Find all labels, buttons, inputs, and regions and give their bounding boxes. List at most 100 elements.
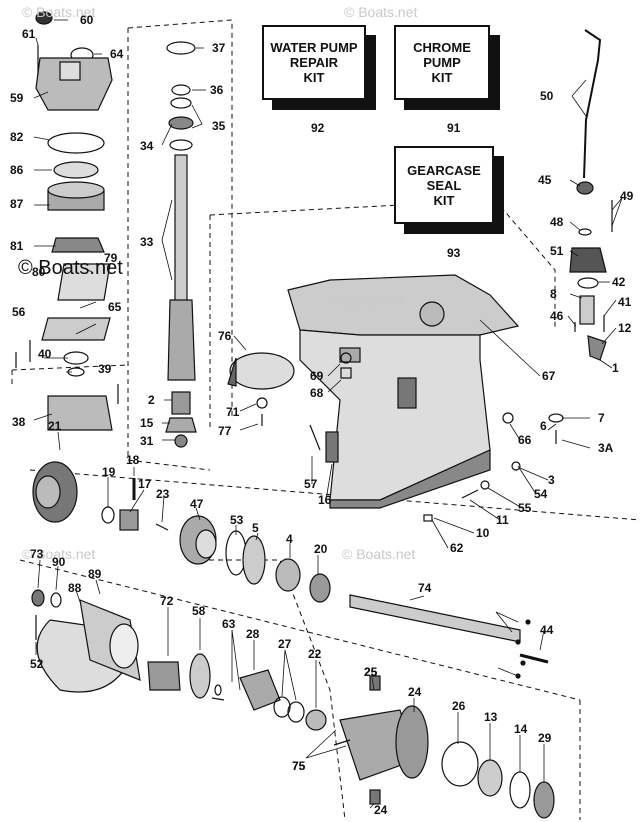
callout: 50 — [540, 89, 554, 103]
callout: 54 — [534, 487, 548, 501]
callout: 75 — [292, 759, 306, 773]
callout: 7 — [598, 411, 605, 425]
kit-label: CHROME PUMP KIT — [394, 25, 490, 100]
callout: 87 — [10, 197, 24, 211]
callout: 61 — [22, 27, 36, 41]
gearcase-seal-kit: GEARCASE SEAL KIT — [394, 146, 504, 234]
callout: 81 — [10, 239, 24, 253]
callout: 29 — [538, 731, 552, 745]
callout: 37 — [212, 41, 226, 55]
callout: 19 — [102, 465, 116, 479]
callout: 76 — [218, 329, 232, 343]
callout: 66 — [518, 433, 532, 447]
callout: 57 — [304, 477, 318, 491]
watermark: © Boats.net — [22, 4, 96, 20]
callout: 36 — [210, 83, 224, 97]
callout: 10 — [476, 526, 490, 540]
callout: 80 — [32, 265, 46, 279]
watermark: © Boats.net — [18, 257, 123, 279]
callout: 14 — [514, 722, 528, 736]
callout: 52 — [30, 657, 44, 671]
callout: 49 — [620, 189, 634, 203]
callout: 75 — [292, 759, 306, 773]
callout: 68 — [310, 386, 324, 400]
callout: 41 — [618, 295, 632, 309]
callout: 46 — [550, 309, 564, 323]
callout: 34 — [140, 139, 154, 153]
callout: 59 — [10, 91, 24, 105]
watermark: © Boats.net — [330, 292, 404, 308]
callout: 77 — [218, 424, 232, 438]
callout: 58 — [192, 604, 206, 618]
kit-number: 93 — [447, 246, 461, 260]
watermark: © Boats.net — [342, 546, 416, 562]
callout: 65 — [108, 300, 122, 314]
callout: 11 — [496, 513, 509, 527]
callout: 22 — [308, 647, 322, 661]
callout: 42 — [612, 275, 626, 289]
callout: 51 — [550, 244, 564, 258]
callout: 16 — [318, 493, 332, 507]
water-pump-repair-kit: WATER PUMP REPAIR KIT — [262, 25, 376, 110]
callout: 2 — [148, 393, 155, 407]
callout: 71 — [226, 405, 240, 419]
callout: 88 — [68, 581, 82, 595]
watermark: © Boats.net — [344, 4, 418, 20]
callout: 24 — [374, 803, 388, 817]
callout: 44 — [540, 623, 554, 637]
callout: 26 — [452, 699, 466, 713]
callout: 69 — [310, 369, 324, 383]
callout: 13 — [484, 710, 498, 724]
callout: 3 — [548, 473, 555, 487]
callout: 45 — [538, 173, 552, 187]
callout: 31 — [140, 434, 154, 448]
callout: 27 — [278, 637, 292, 651]
callout: 73 — [30, 547, 44, 561]
callout: 15 — [140, 416, 154, 430]
callout: 17 — [138, 477, 152, 491]
kit-number: 91 — [447, 121, 461, 135]
callout: 74 — [418, 581, 432, 595]
callout: 20 — [314, 542, 328, 556]
callout: 8 — [550, 287, 557, 301]
callout: 23 — [156, 487, 170, 501]
callout: 6 — [540, 419, 547, 433]
callout: 79 — [104, 251, 118, 265]
callout: 18 — [126, 453, 140, 467]
callout: 67 — [542, 369, 556, 383]
kit-label: WATER PUMP REPAIR KIT — [262, 25, 366, 100]
kit-number: 92 — [311, 121, 325, 135]
callout: 28 — [246, 627, 260, 641]
callout: 47 — [190, 497, 204, 511]
callout: 62 — [450, 541, 464, 555]
callout: 1 — [612, 361, 619, 375]
callout: 64 — [110, 47, 124, 61]
callout: 38 — [12, 415, 26, 429]
callout: 55 — [518, 501, 532, 515]
callout: 33 — [140, 235, 154, 249]
callout: 24 — [408, 685, 422, 699]
callout: 56 — [12, 305, 26, 319]
callout: 39 — [98, 362, 112, 376]
callout: 82 — [10, 130, 24, 144]
callout: 72 — [160, 594, 174, 608]
callout: 63 — [222, 617, 236, 631]
callout: 48 — [550, 215, 564, 229]
callout: 60 — [80, 13, 94, 27]
callout: 35 — [212, 119, 226, 133]
callout: 40 — [38, 347, 52, 361]
callout: 53 — [230, 513, 244, 527]
callout: 86 — [10, 163, 24, 177]
callout: 90 — [52, 555, 66, 569]
watermark: © Boats.net — [22, 546, 96, 562]
kit-label: GEARCASE SEAL KIT — [394, 146, 494, 224]
callout: 12 — [618, 321, 632, 335]
callout: 5 — [252, 521, 259, 535]
callout: 21 — [48, 419, 62, 433]
callout: 25 — [364, 665, 378, 679]
callout: 3A — [598, 441, 614, 455]
chrome-pump-kit: CHROME PUMP KIT — [394, 25, 500, 110]
callout: 89 — [88, 567, 102, 581]
callout: 25 — [364, 665, 378, 679]
